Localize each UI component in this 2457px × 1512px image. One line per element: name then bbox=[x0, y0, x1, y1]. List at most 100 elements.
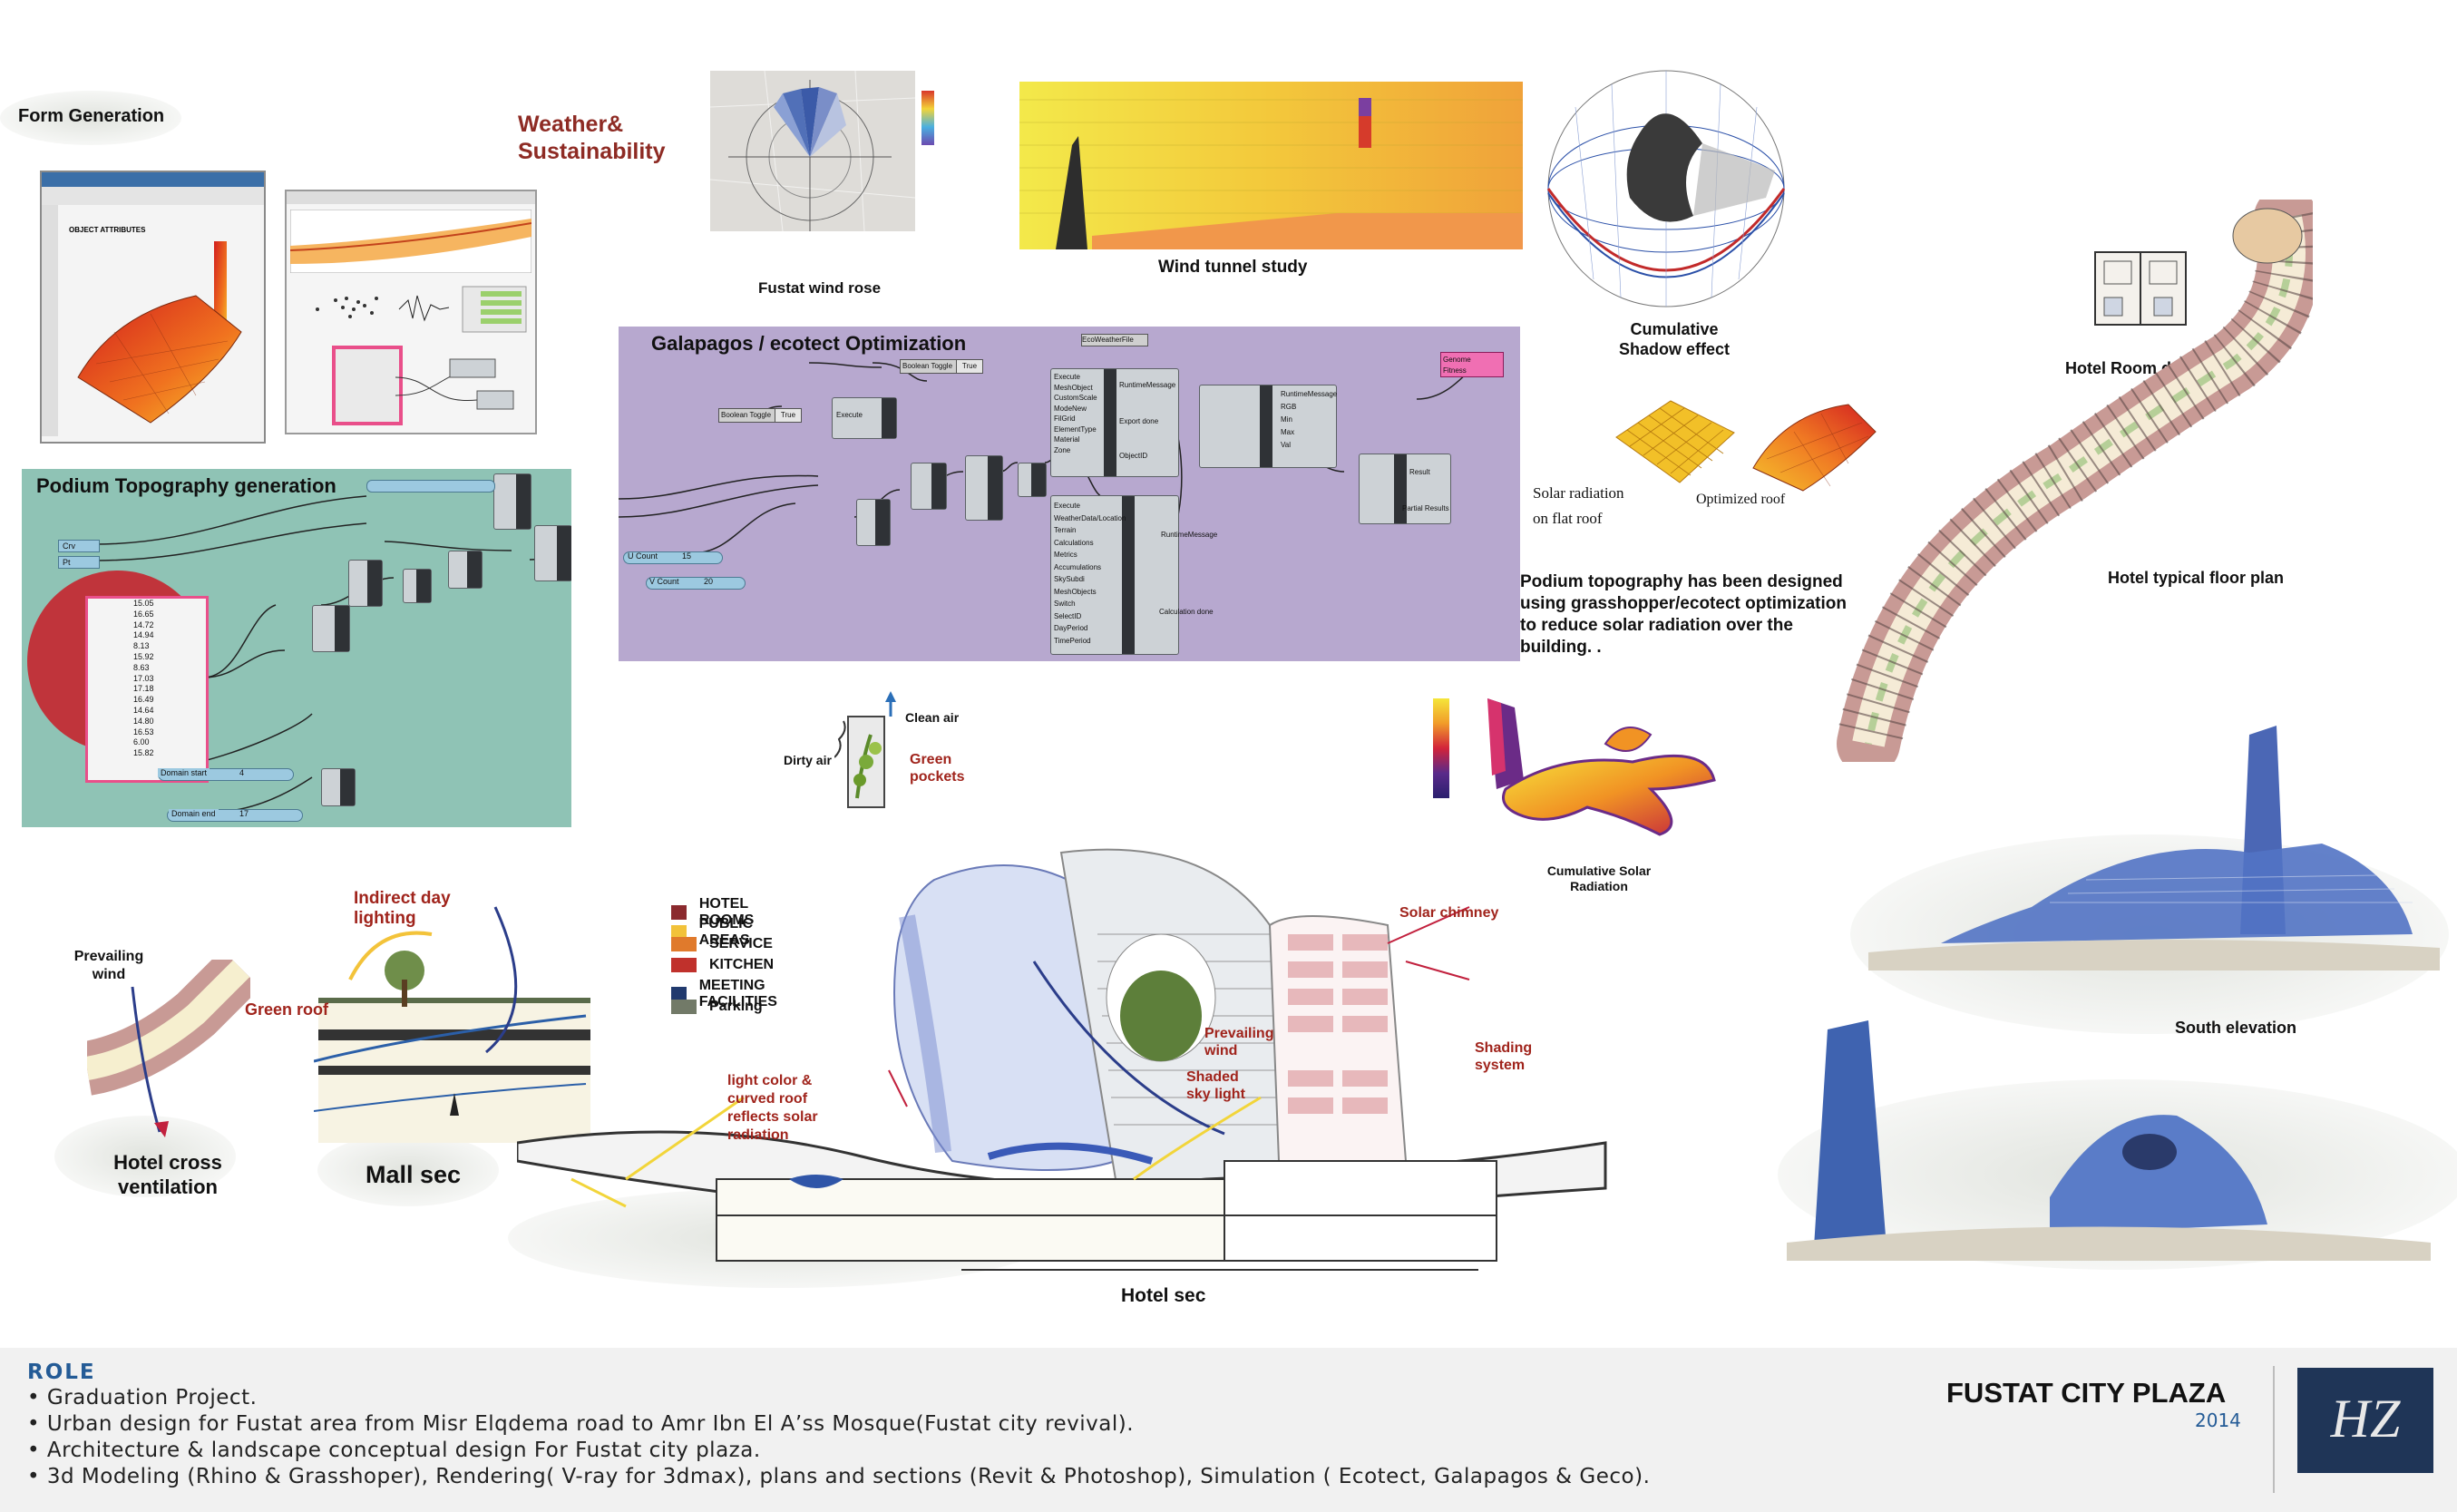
indirect-lighting-caption: Indirect day lighting bbox=[354, 889, 451, 928]
sol-port-1: WeatherData/Location bbox=[1054, 513, 1126, 522]
value-5: 15.92 bbox=[133, 651, 154, 661]
galapagos-canvas[interactable]: Galapagos / ecotect Optimization Boolean… bbox=[619, 327, 1520, 661]
rgb-out-4: Val bbox=[1281, 441, 1291, 449]
rgb-out-1: RGB bbox=[1281, 403, 1297, 411]
green-roof-caption: Green roof bbox=[245, 1000, 329, 1019]
value-6: 8.63 bbox=[133, 662, 150, 672]
galapagos-component[interactable]: Genome Fitness bbox=[1440, 352, 1504, 377]
rhino-titlebar bbox=[42, 172, 264, 187]
role-line-1: • Graduation Project. bbox=[27, 1386, 258, 1410]
solar-color-scale bbox=[1433, 698, 1449, 798]
form-generation-title: Form Generation bbox=[18, 106, 165, 126]
hotel-plan-caption: Hotel typical floor plan bbox=[2108, 569, 2285, 587]
mall-section bbox=[314, 906, 590, 1143]
legend-swatch bbox=[671, 937, 697, 951]
patch-node[interactable] bbox=[534, 525, 571, 581]
values-panel[interactable]: 15.05 16.65 14.72 14.94 8.13 15.92 8.63 … bbox=[85, 596, 209, 783]
sol-port-7: MeshObjects bbox=[1054, 587, 1097, 596]
domain-start-value: 4 bbox=[239, 768, 245, 777]
count-slider[interactable] bbox=[366, 480, 495, 493]
u-count-slider[interactable] bbox=[623, 551, 723, 564]
south-elevation-caption: South elevation bbox=[2175, 1019, 2297, 1037]
rhino-window[interactable]: OBJECT ATTRIBUTES bbox=[40, 171, 266, 444]
sol-port-10: DayPeriod bbox=[1054, 624, 1088, 632]
rgb-out-2: Min bbox=[1281, 415, 1292, 424]
value-7: 17.03 bbox=[133, 673, 154, 683]
value-1: 16.65 bbox=[133, 609, 154, 619]
remap-node[interactable] bbox=[348, 560, 383, 607]
legend-label: HOTEL ROOMS bbox=[698, 896, 755, 928]
perspective-render bbox=[1787, 1020, 2431, 1261]
pt-param[interactable]: Pt bbox=[58, 556, 100, 569]
mesh-port-0: Execute bbox=[1054, 373, 1080, 381]
value-9: 16.49 bbox=[133, 695, 154, 705]
mass-addition-node[interactable] bbox=[1359, 454, 1451, 524]
ecosolcal-node[interactable] bbox=[1050, 495, 1179, 655]
crv-param[interactable]: Crv bbox=[58, 540, 100, 552]
mass-out-partial: Partial Results bbox=[1402, 504, 1449, 512]
ecoobjectrequest-node[interactable] bbox=[1199, 385, 1337, 468]
u-count-label: U Count bbox=[628, 551, 658, 561]
clean-air-caption: Clean air bbox=[905, 710, 960, 725]
ecolink-execute: Execute bbox=[836, 411, 863, 419]
divide-node[interactable] bbox=[856, 499, 891, 546]
smoke-decoration bbox=[54, 1116, 236, 1197]
domain-start-label: Domain start bbox=[158, 768, 210, 777]
south-elevation-render bbox=[1868, 726, 2440, 971]
legend-item-meeting: MEETING FACILITIES bbox=[671, 978, 787, 1010]
project-title: FUSTAT CITY PLAZA bbox=[1946, 1377, 2227, 1409]
galapagos-window[interactable] bbox=[285, 190, 537, 434]
boolean-toggle-1-value[interactable]: True bbox=[956, 359, 983, 374]
ecomeshexport-node[interactable] bbox=[1050, 368, 1179, 477]
hotel-sec-caption: Hotel sec bbox=[1121, 1285, 1206, 1306]
role-line-3: • Architecture & landscape conceptual de… bbox=[27, 1439, 761, 1462]
sol-port-4: Metrics bbox=[1054, 551, 1077, 559]
mesh-port-7: Zone bbox=[1054, 445, 1071, 454]
shaded-sky-caption: Shaded sky light bbox=[1186, 1069, 1245, 1102]
sol-out-runtime: RuntimeMessage bbox=[1161, 531, 1218, 539]
boolean-toggle-1[interactable]: Boolean Toggle bbox=[900, 359, 958, 374]
ecoobject-outputs: RuntimeMessage RGB Min Max Val bbox=[1281, 388, 1337, 452]
v-count-slider[interactable] bbox=[646, 577, 746, 590]
light-roof-caption: light color & curved roof reflects solar… bbox=[727, 1073, 818, 1143]
podium-title: Podium Topography generation bbox=[36, 474, 336, 497]
move-node[interactable] bbox=[448, 551, 483, 589]
subsrf-node[interactable] bbox=[911, 463, 947, 510]
dirty-air-caption: Dirty air bbox=[784, 753, 832, 767]
hotel-room-plan bbox=[2094, 251, 2187, 326]
legend-item-public-areas: PUBLIC AREAS bbox=[671, 916, 764, 949]
points-node[interactable] bbox=[493, 473, 531, 530]
value-14: 15.82 bbox=[133, 748, 154, 758]
solar-radiation-model bbox=[1487, 698, 1716, 836]
flip-node[interactable] bbox=[1018, 463, 1047, 497]
shadow-caption: Cumulative Shadow effect bbox=[1618, 320, 1731, 358]
mesh-port-5: ElementType bbox=[1054, 424, 1097, 434]
sol-port-9: SelectID bbox=[1054, 611, 1082, 620]
z-node[interactable] bbox=[403, 569, 432, 603]
hotel-section-drawing bbox=[517, 848, 1607, 1271]
domain-end-value: 17 bbox=[239, 809, 249, 818]
wind-rose-caption: Fustat wind rose bbox=[758, 279, 882, 297]
hotel-floor-plan bbox=[1836, 200, 2313, 762]
value-3: 14.94 bbox=[133, 630, 154, 640]
prevailing-wind-caption: Prevailing wind bbox=[73, 949, 144, 982]
rhino-left-toolbar bbox=[42, 205, 58, 436]
legend-label: SERVICE bbox=[709, 936, 773, 951]
mesh-port-3: ModeNew bbox=[1054, 404, 1087, 413]
ecosolcal-inputs: Execute WeatherData/Location Terrain Cal… bbox=[1054, 500, 1126, 647]
boolean-toggle-2-value[interactable]: True bbox=[775, 408, 802, 423]
boolean-toggle-2[interactable]: Boolean Toggle bbox=[718, 408, 776, 423]
podium-canvas[interactable]: Podium Topography generation 15.05 16.65… bbox=[22, 469, 571, 827]
wind-rose-map bbox=[710, 71, 915, 231]
simple-mesh-node[interactable] bbox=[965, 455, 1003, 521]
ecolink-node[interactable] bbox=[832, 397, 897, 439]
dom-node[interactable] bbox=[321, 768, 356, 806]
mesh-out-objid: ObjectID bbox=[1119, 452, 1148, 460]
sun-path-diagram bbox=[1546, 70, 1786, 307]
value-11: 14.80 bbox=[133, 716, 154, 726]
bnd-node[interactable] bbox=[312, 605, 350, 652]
boolean-toggle-1-label: Boolean Toggle bbox=[902, 362, 953, 370]
boolean-toggle-2-label: Boolean Toggle bbox=[721, 411, 772, 419]
domain-end-label: Domain end bbox=[169, 809, 219, 818]
ecoweather-node[interactable]: EcoWeatherFile bbox=[1081, 334, 1148, 346]
